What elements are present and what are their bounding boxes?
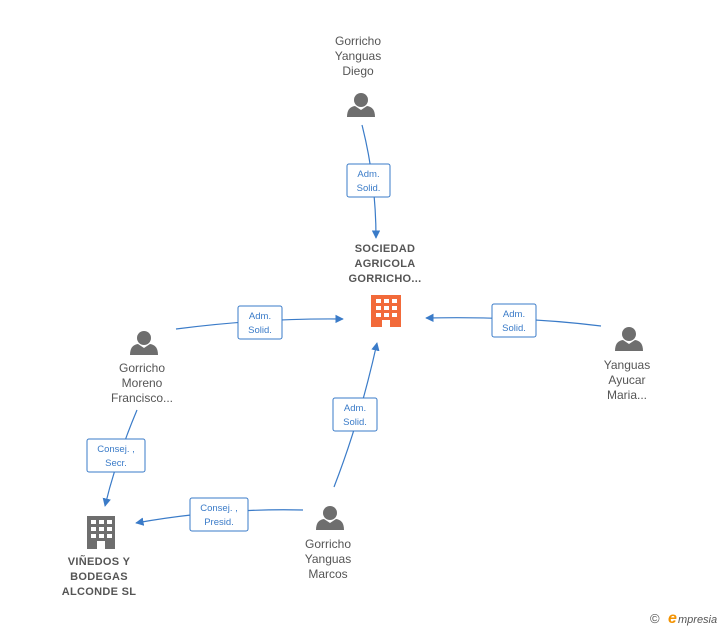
edge-label-line: Solid. (343, 417, 367, 428)
node-label-line: BODEGAS (70, 571, 128, 583)
edge-label-line: Solid. (248, 325, 272, 336)
edge-marcos-vinedos[interactable]: Consej. , Presid. (135, 497, 304, 532)
node-label-line: Marcos (308, 567, 347, 581)
node-gorricho-yanguas-marcos[interactable]: Gorricho Yanguas Marcos (305, 506, 352, 581)
node-label-line: SOCIEDAD (355, 243, 415, 255)
node-label-line: AGRICOLA (354, 258, 415, 270)
node-label-line: Yanguas (305, 552, 351, 566)
person-icon (347, 93, 375, 117)
edge-label-line: Adm. (344, 403, 366, 414)
node-label-line: Gorricho (119, 361, 165, 375)
node-label-line: Francisco... (111, 391, 173, 405)
node-label-line: Moreno (122, 376, 163, 390)
edge-francisco-main[interactable]: Adm. Solid. (175, 305, 344, 340)
edge-label-line: Solid. (502, 323, 526, 334)
edge-label-line: Presid. (204, 517, 234, 528)
building-icon (371, 295, 401, 327)
brand-name: mpresia (678, 614, 717, 626)
edge-diego-main[interactable]: Adm. Solid. (346, 124, 391, 239)
copyright-symbol: © (650, 611, 660, 626)
person-icon (130, 331, 158, 355)
person-icon (615, 327, 643, 351)
edge-label-line: Adm. (357, 169, 379, 180)
node-label-line: Diego (342, 64, 374, 78)
node-label-line: Yanguas (335, 49, 381, 63)
node-label-line: Maria... (607, 388, 647, 402)
node-sociedad-agricola-gorricho[interactable]: SOCIEDAD AGRICOLA GORRICHO... (349, 243, 422, 327)
edge-label-line: Adm. (503, 309, 525, 320)
node-label-line: ALCONDE SL (62, 586, 137, 598)
node-label-line: Yanguas (604, 358, 650, 372)
brand-initial: e (668, 610, 677, 627)
node-label-line: Gorricho (305, 537, 351, 551)
brand-logo: © e mpresia (650, 610, 717, 627)
person-icon (316, 506, 344, 530)
edge-label-line: Consej. , (200, 503, 238, 514)
edge-maria-main[interactable]: Adm. Solid. (425, 303, 602, 338)
edge-label-line: Secr. (105, 458, 127, 469)
node-yanguas-ayucar-maria[interactable]: Yanguas Ayucar Maria... (604, 327, 650, 402)
building-icon (87, 516, 115, 549)
node-gorricho-yanguas-diego[interactable]: Gorricho Yanguas Diego (335, 34, 382, 117)
edge-label-line: Consej. , (97, 444, 135, 455)
node-label-line: VIÑEDOS Y (68, 555, 131, 568)
node-label-line: Ayucar (608, 373, 645, 387)
edge-label-line: Adm. (249, 311, 271, 322)
node-label-line: GORRICHO... (349, 273, 422, 285)
node-label-line: Gorricho (335, 34, 381, 48)
node-gorricho-moreno-francisco[interactable]: Gorricho Moreno Francisco... (111, 331, 173, 405)
node-vinedos-y-bodegas-alconde[interactable]: VIÑEDOS Y BODEGAS ALCONDE SL (62, 516, 137, 598)
edge-label-line: Solid. (357, 183, 381, 194)
edge-francisco-vinedos[interactable]: Consej. , Secr. (86, 409, 146, 507)
edge-marcos-main[interactable]: Adm. Solid. (332, 342, 380, 488)
